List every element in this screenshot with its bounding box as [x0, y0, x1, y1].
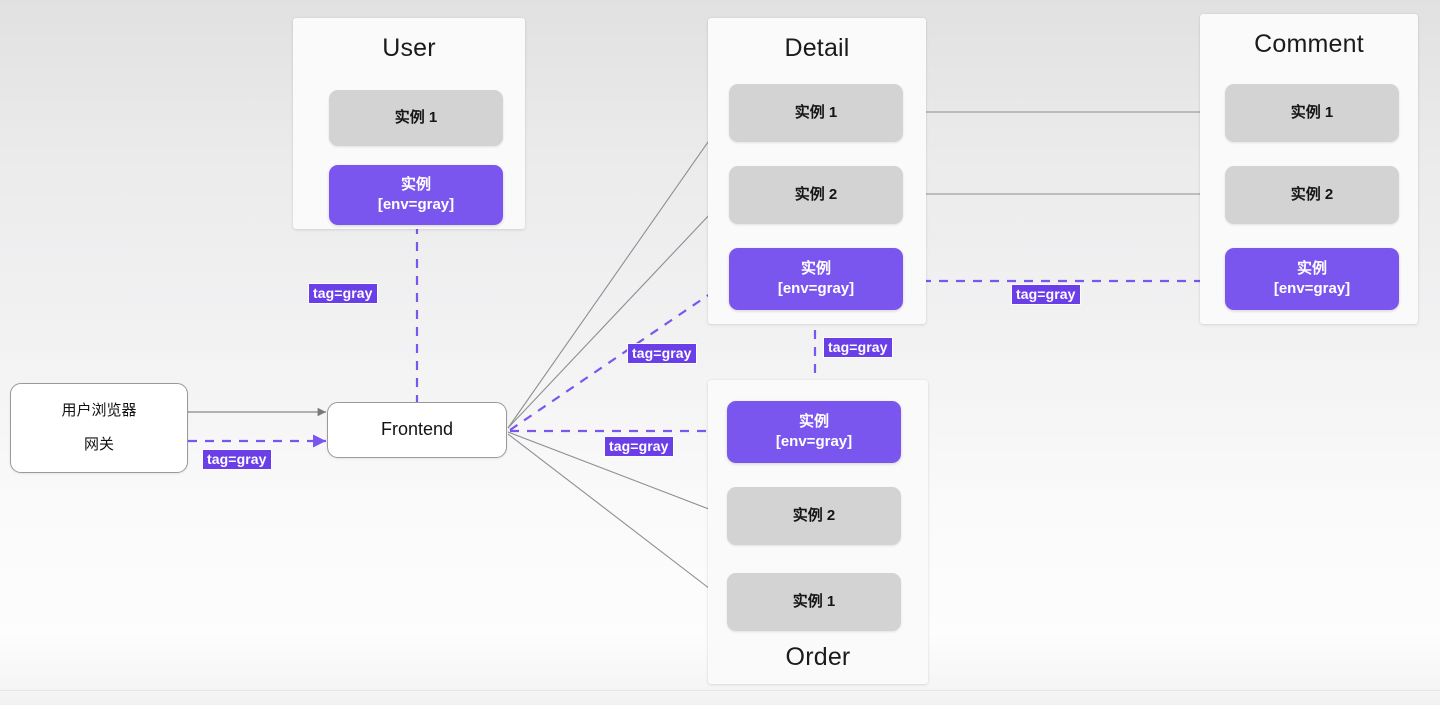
instance-env-tag: [env=gray] [377, 196, 455, 213]
edge-frontend-to-detail-gray [509, 280, 730, 431]
edge-label-detail-order: tag=gray [824, 338, 892, 357]
group-comment-title: Comment [1254, 30, 1364, 58]
frontend-label: Frontend [380, 419, 454, 440]
instance-label: 实例 [1296, 260, 1327, 278]
instance-order-2[interactable]: 实例 2 [727, 487, 901, 545]
edge-frontend-to-detail-2 [507, 193, 730, 429]
instance-detail-3-gray-release[interactable]: 实例 [env=gray] [729, 248, 903, 310]
instance-label: 实例 2 [794, 186, 838, 204]
edge-label-frontend-user: tag=gray [309, 284, 377, 303]
node-user-browser-gateway[interactable]: 用户浏览器 网关 [10, 383, 188, 473]
instance-env-tag: [env=gray] [1273, 280, 1351, 297]
instance-env-tag: [env=gray] [775, 433, 853, 450]
instance-label: 实例 [800, 260, 831, 278]
node-frontend[interactable]: Frontend [327, 402, 507, 458]
instance-order-1-gray-release[interactable]: 实例 [env=gray] [727, 401, 901, 463]
instance-label: 实例 [400, 176, 431, 194]
instance-label: 实例 [798, 413, 829, 431]
entry-node-line-1: 用户浏览器 [61, 402, 137, 419]
edge-label-gateway-frontend: tag=gray [203, 450, 271, 469]
instance-label: 实例 1 [792, 593, 836, 611]
edge-frontend-to-detail-1 [507, 111, 730, 429]
entry-node-line-2: 网关 [83, 436, 114, 453]
instance-comment-1[interactable]: 实例 1 [1225, 84, 1399, 142]
group-detail-title: Detail [784, 34, 850, 62]
group-detail: Detail 实例 1 实例 2 实例 [env=gray] [708, 18, 926, 324]
edge-label-detail-comment: tag=gray [1012, 285, 1080, 304]
group-user-title: User [382, 34, 436, 62]
instance-user-2-gray-release[interactable]: 实例 [env=gray] [329, 165, 503, 225]
instance-detail-1[interactable]: 实例 1 [729, 84, 903, 142]
instance-order-3[interactable]: 实例 1 [727, 573, 901, 631]
edge-frontend-to-order-1 [507, 433, 728, 603]
instance-label: 实例 2 [1290, 186, 1334, 204]
edge-label-frontend-detail: tag=gray [628, 344, 696, 363]
group-order: Order 实例 [env=gray] 实例 2 实例 1 [708, 380, 928, 684]
instance-label: 实例 1 [1290, 104, 1334, 122]
group-user: User 实例 1 实例 [env=gray] [293, 18, 525, 229]
canvas-baseline [0, 690, 1440, 691]
instance-label: 实例 2 [792, 507, 836, 525]
instance-user-1[interactable]: 实例 1 [329, 90, 503, 146]
group-comment: Comment 实例 1 实例 2 实例 [env=gray] [1200, 14, 1418, 324]
edge-label-frontend-order: tag=gray [605, 437, 673, 456]
group-order-title: Order [785, 643, 851, 671]
instance-detail-2[interactable]: 实例 2 [729, 166, 903, 224]
instance-env-tag: [env=gray] [777, 280, 855, 297]
instance-comment-2[interactable]: 实例 2 [1225, 166, 1399, 224]
instance-comment-3-gray-release[interactable]: 实例 [env=gray] [1225, 248, 1399, 310]
instance-label: 实例 1 [394, 109, 438, 127]
instance-label: 实例 1 [794, 104, 838, 122]
